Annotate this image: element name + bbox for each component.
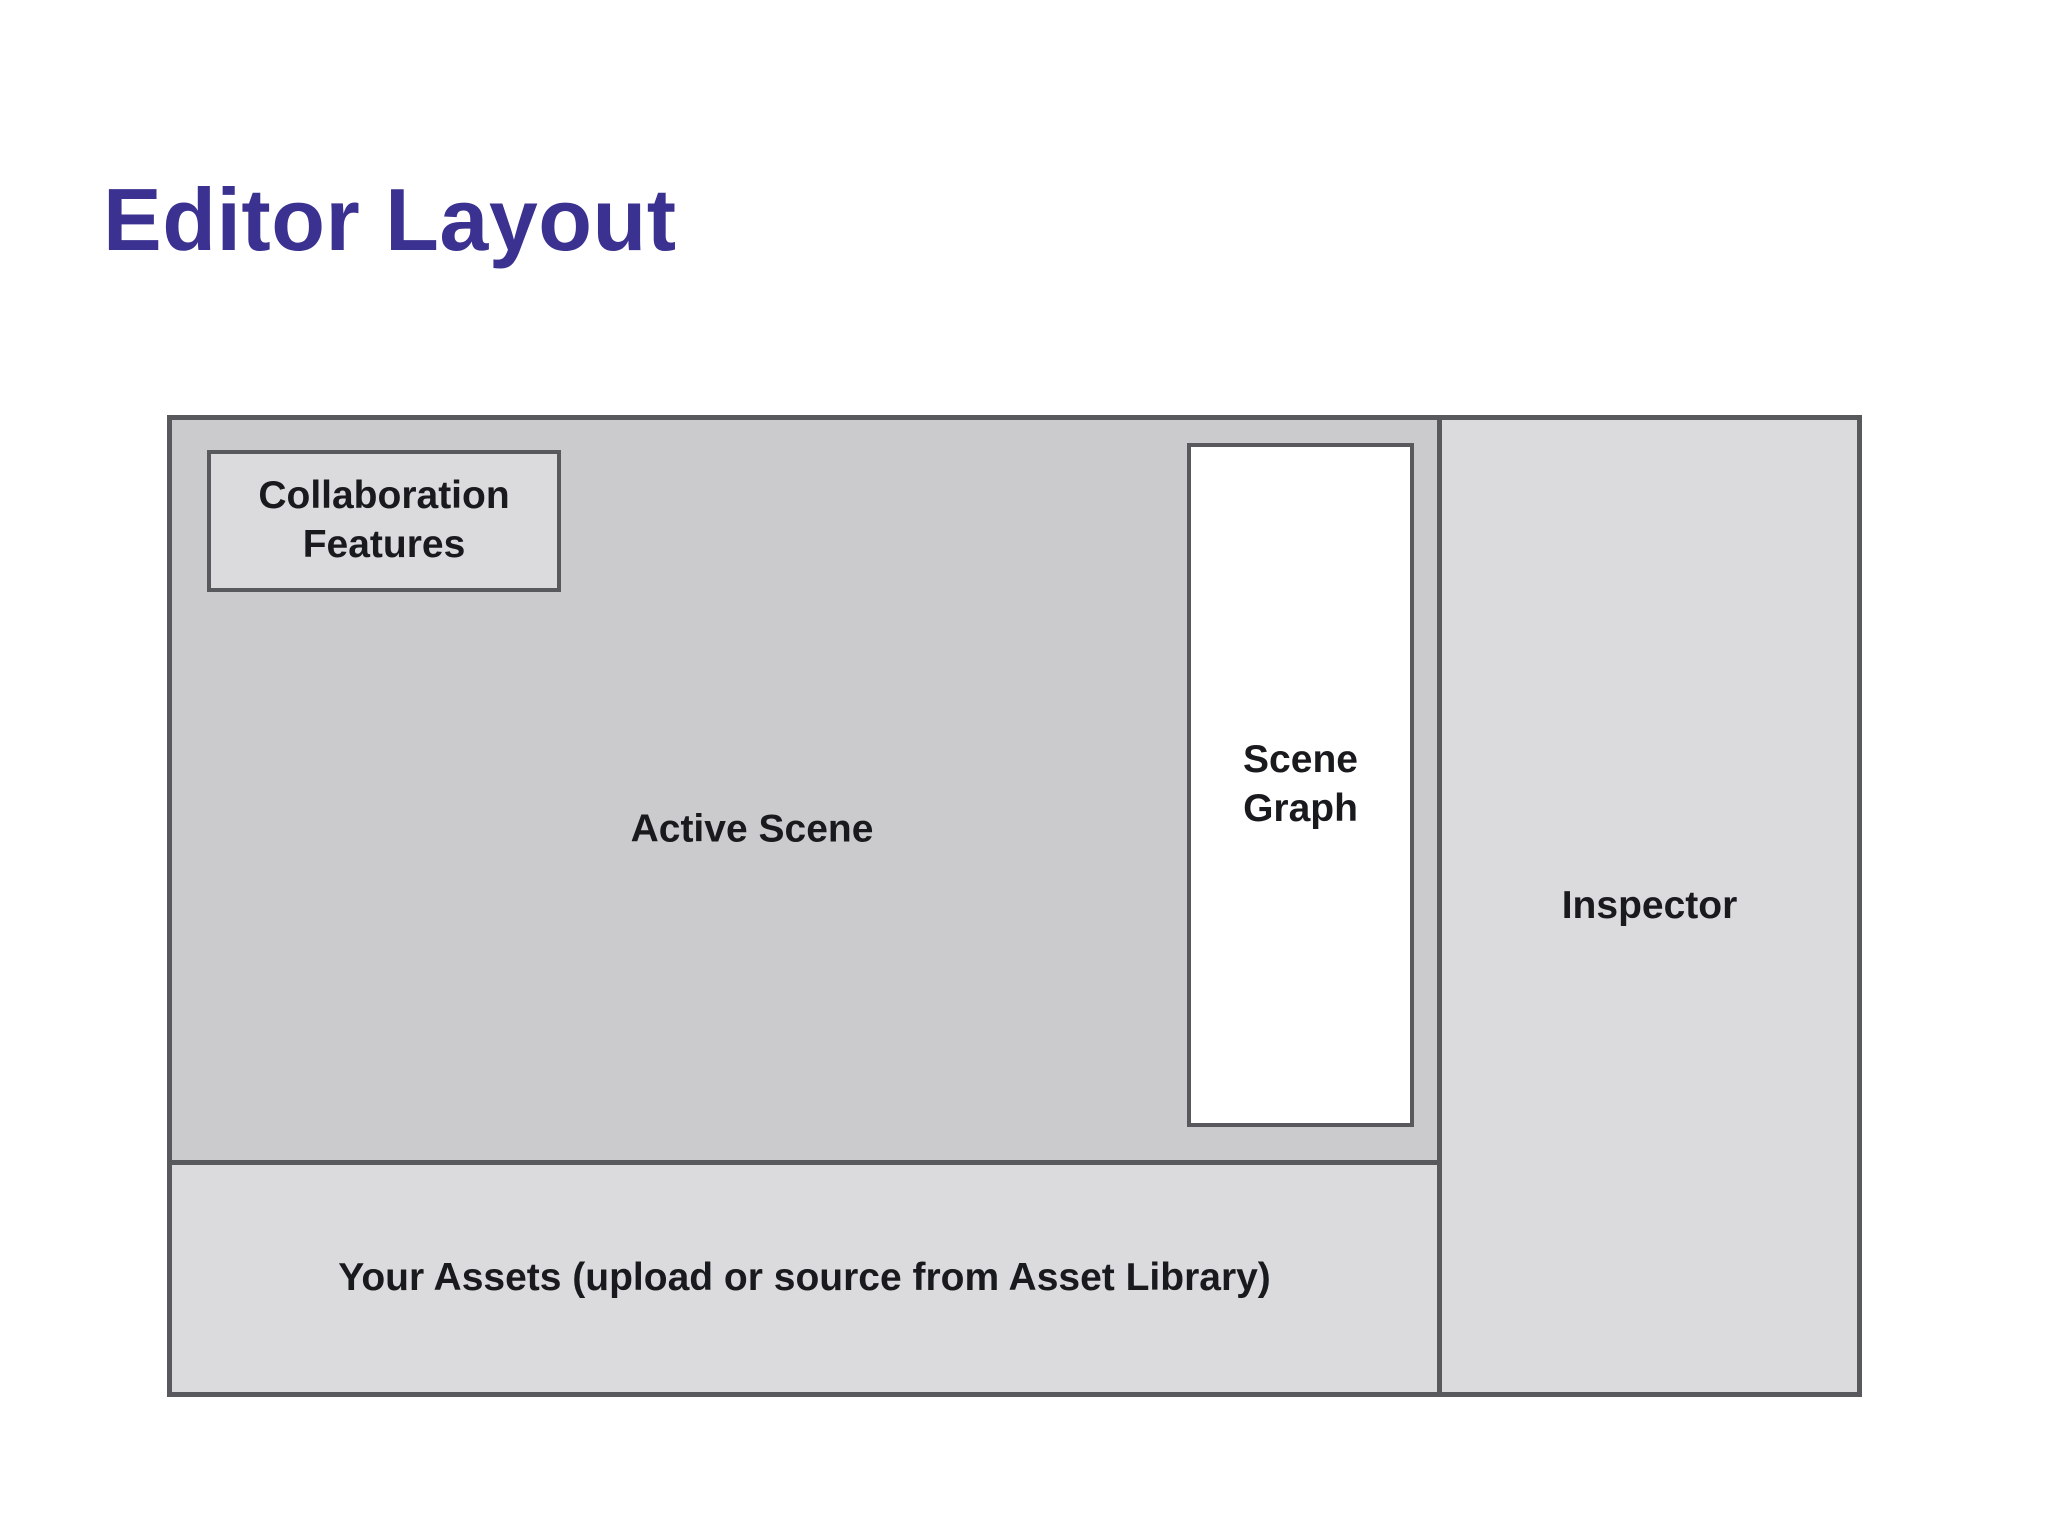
- active-scene-label: Active Scene: [630, 807, 874, 851]
- region-collaboration-features: Collaboration Features: [207, 450, 561, 592]
- assets-label: Your Assets (upload or source from Asset…: [338, 1256, 1271, 1300]
- collaboration-features-label: Collaboration Features: [258, 474, 510, 566]
- region-inspector: Inspector: [1437, 415, 1862, 1397]
- region-active-scene: Collaboration Features Active Scene Scen…: [167, 415, 1442, 1165]
- inspector-label: Inspector: [1561, 883, 1738, 927]
- region-assets: Your Assets (upload or source from Asset…: [167, 1160, 1442, 1397]
- region-scene-graph: Scene Graph: [1187, 443, 1414, 1127]
- scene-graph-label: Scene Graph: [1243, 738, 1358, 830]
- page-title: Editor Layout: [103, 170, 677, 269]
